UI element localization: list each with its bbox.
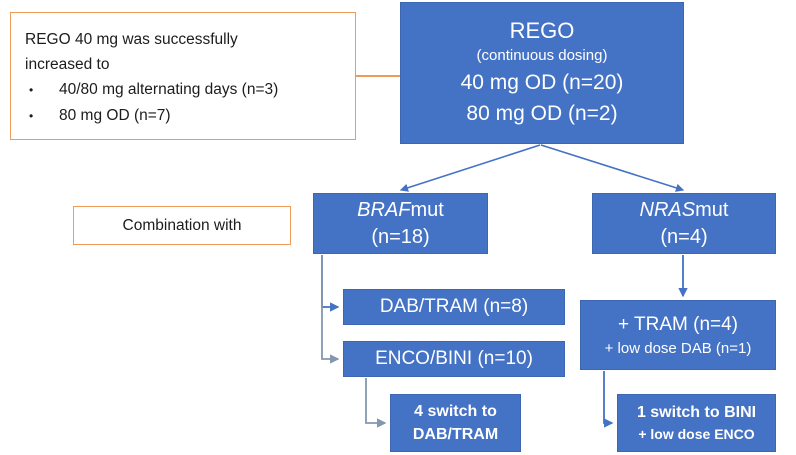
note-bullet-label-0: 40/80 mg alternating days (n=3) [59, 81, 279, 98]
braf-gene-name: BRAF [357, 198, 411, 221]
node-plus-tram: + TRAM (n=4) + low dose DAB (n=1) [580, 300, 776, 370]
node-switch-to-bini: 1 switch to BINI + low dose ENCO [617, 394, 776, 452]
node-rego-main: REGO (continuous dosing) 40 mg OD (n=20)… [400, 2, 684, 144]
note-bullet-label-1: 80 mg OD (n=7) [59, 107, 171, 124]
rego-subtitle: (continuous dosing) [476, 47, 608, 64]
connector-braf-to-encobini [321, 255, 340, 364]
enco-bini-label: ENCO/BINI (n=10) [375, 348, 533, 369]
note-bullet-item: • 80 mg OD (n=7) [25, 103, 171, 129]
note-line-1: REGO 40 mg was successfully [25, 31, 238, 48]
connector-rego-to-nras [540, 144, 685, 192]
braf-mut-suffix: mut [410, 198, 444, 221]
node-switch-to-dab-tram: 4 switch to DAB/TRAM [390, 394, 521, 452]
rego-title: REGO [509, 18, 575, 43]
node-nras-mut: NRASmut (n=4) [592, 193, 776, 254]
rego-dose-40: 40 mg OD (n=20) [460, 71, 624, 94]
node-enco-bini: ENCO/BINI (n=10) [343, 341, 565, 377]
rego-dose-80: 80 mg OD (n=2) [466, 102, 618, 125]
bullet-dot-icon: • [29, 83, 34, 97]
node-dab-tram: DAB/TRAM (n=8) [343, 289, 565, 325]
switch-bini-line-1: 1 switch to BINI [636, 404, 757, 421]
combination-with-label: Combination with [122, 216, 242, 234]
nras-mut-suffix: mut [695, 198, 729, 221]
plus-low-dose-dab-label: + low dose DAB (n=1) [604, 339, 752, 357]
switch-dabtram-line-1: 4 switch to [414, 403, 497, 420]
node-braf-mut: BRAFmut (n=18) [313, 193, 488, 254]
plus-tram-label: + TRAM (n=4) [617, 313, 739, 335]
label-combination-with: Combination with [73, 206, 291, 245]
connector-rego-to-braf [399, 144, 541, 192]
switch-dabtram-line-2: DAB/TRAM [412, 426, 499, 443]
note-dose-increase: REGO 40 mg was successfully increased to… [10, 12, 356, 140]
connector-braf-to-dabtram [321, 255, 340, 312]
nras-mut-title: NRASmut [640, 197, 729, 224]
nras-gene-name: NRAS [639, 198, 696, 221]
bullet-dot-icon: • [29, 109, 34, 123]
dab-tram-label: DAB/TRAM (n=8) [379, 296, 529, 317]
switch-bini-line-2: + low dose ENCO [638, 426, 755, 442]
braf-count: (n=18) [371, 225, 430, 248]
connector-tram-to-switch [603, 371, 614, 428]
note-bullet-item: • 40/80 mg alternating days (n=3) [25, 77, 278, 103]
nras-count: (n=4) [660, 225, 708, 248]
note-line-2: increased to [25, 56, 110, 73]
braf-mut-title: BRAFmut [357, 197, 444, 224]
connector-encobini-to-switch [365, 378, 387, 428]
